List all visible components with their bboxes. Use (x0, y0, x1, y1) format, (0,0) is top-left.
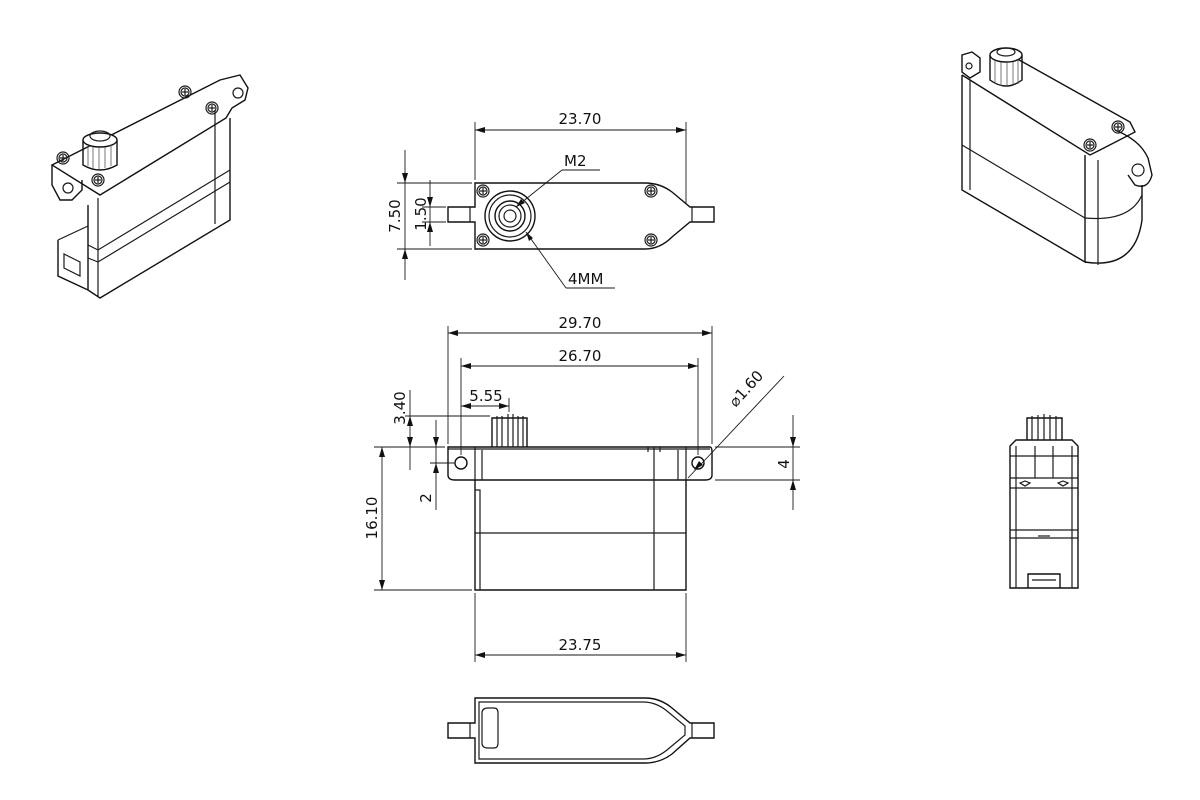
isometric-view-left (50, 74, 249, 299)
dim-top-width: 23.70 (559, 110, 602, 128)
label-m2: M2 (564, 152, 587, 170)
dim-top-offset: 1.50 (412, 197, 430, 230)
output-shaft-iso-left (82, 130, 118, 171)
dim-tab-height: 2 (417, 493, 435, 503)
dim-overall-length: 29.70 (559, 314, 602, 332)
isometric-view-right (961, 47, 1153, 265)
bottom-view (447, 697, 715, 764)
dim-hole-spacing: 26.70 (559, 347, 602, 365)
front-view: 29.70 26.70 5.55 3.40 2 16.10 (363, 314, 800, 662)
side-view (1009, 414, 1079, 589)
dim-shaft-offset: 5.55 (469, 387, 502, 405)
output-shaft-front (491, 414, 528, 447)
dim-body-height: 16.10 (363, 497, 381, 540)
label-4mm: 4MM (568, 270, 603, 288)
output-shaft-iso-right (989, 47, 1023, 87)
dim-shaft-height: 3.40 (391, 391, 409, 424)
dim-tab-thickness: 4 (775, 459, 793, 469)
top-view: 23.70 7.50 1.50 M2 4MM (386, 110, 715, 289)
dim-hole-diameter: ⌀1.60 (725, 367, 767, 411)
dim-body-width: 23.75 (559, 636, 602, 654)
dim-top-height: 7.50 (386, 199, 404, 232)
